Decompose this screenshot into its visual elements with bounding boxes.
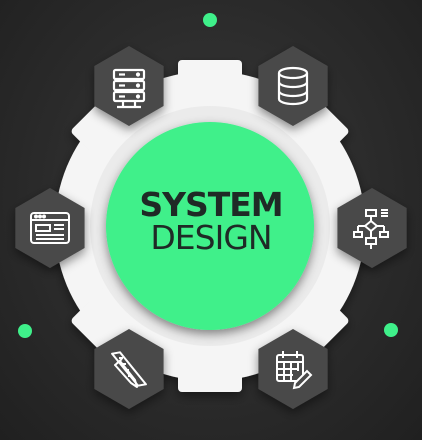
center-circle [106,122,314,330]
decorative-dot-top [203,13,217,27]
hex-server [94,46,164,126]
flowchart-icon [353,209,389,249]
server-rack-icon [112,68,146,109]
ruler-pencil-icon [111,351,147,388]
browser-window-icon [30,212,70,244]
title-line-2: DESIGN [150,218,272,257]
hex-flowchart [337,188,407,268]
hex-calendar [258,329,328,409]
database-icon [277,66,309,106]
title-line-1: SYSTEM [139,185,283,224]
title: SYSTEM DESIGN [106,188,316,254]
calendar-edit-icon [276,351,313,390]
decorative-dot-right [384,323,398,337]
hex-ruler-pencil [94,329,164,409]
decorative-dot-left [18,324,32,338]
hex-database [258,46,328,126]
hex-browser [15,188,85,268]
